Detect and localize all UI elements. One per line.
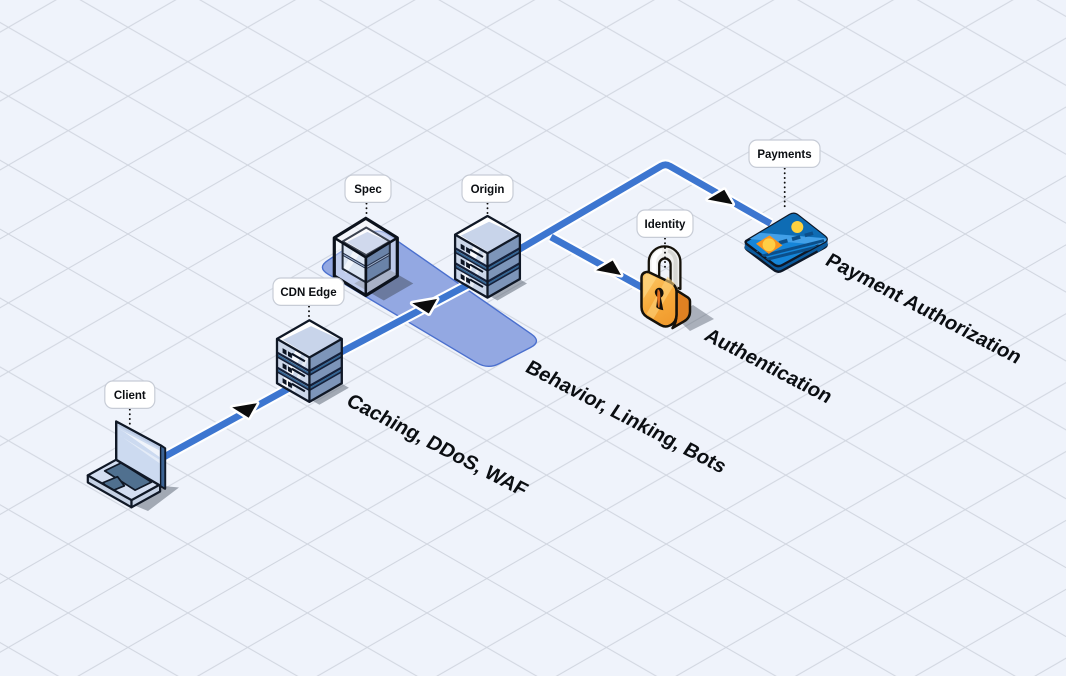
svg-text:Payments: Payments [757, 149, 811, 161]
svg-text:Origin: Origin [471, 184, 505, 196]
svg-text:CDN Edge: CDN Edge [280, 287, 336, 299]
svg-text:Client: Client [114, 390, 146, 402]
svg-text:Identity: Identity [645, 219, 686, 231]
svg-text:Spec: Spec [354, 184, 382, 196]
